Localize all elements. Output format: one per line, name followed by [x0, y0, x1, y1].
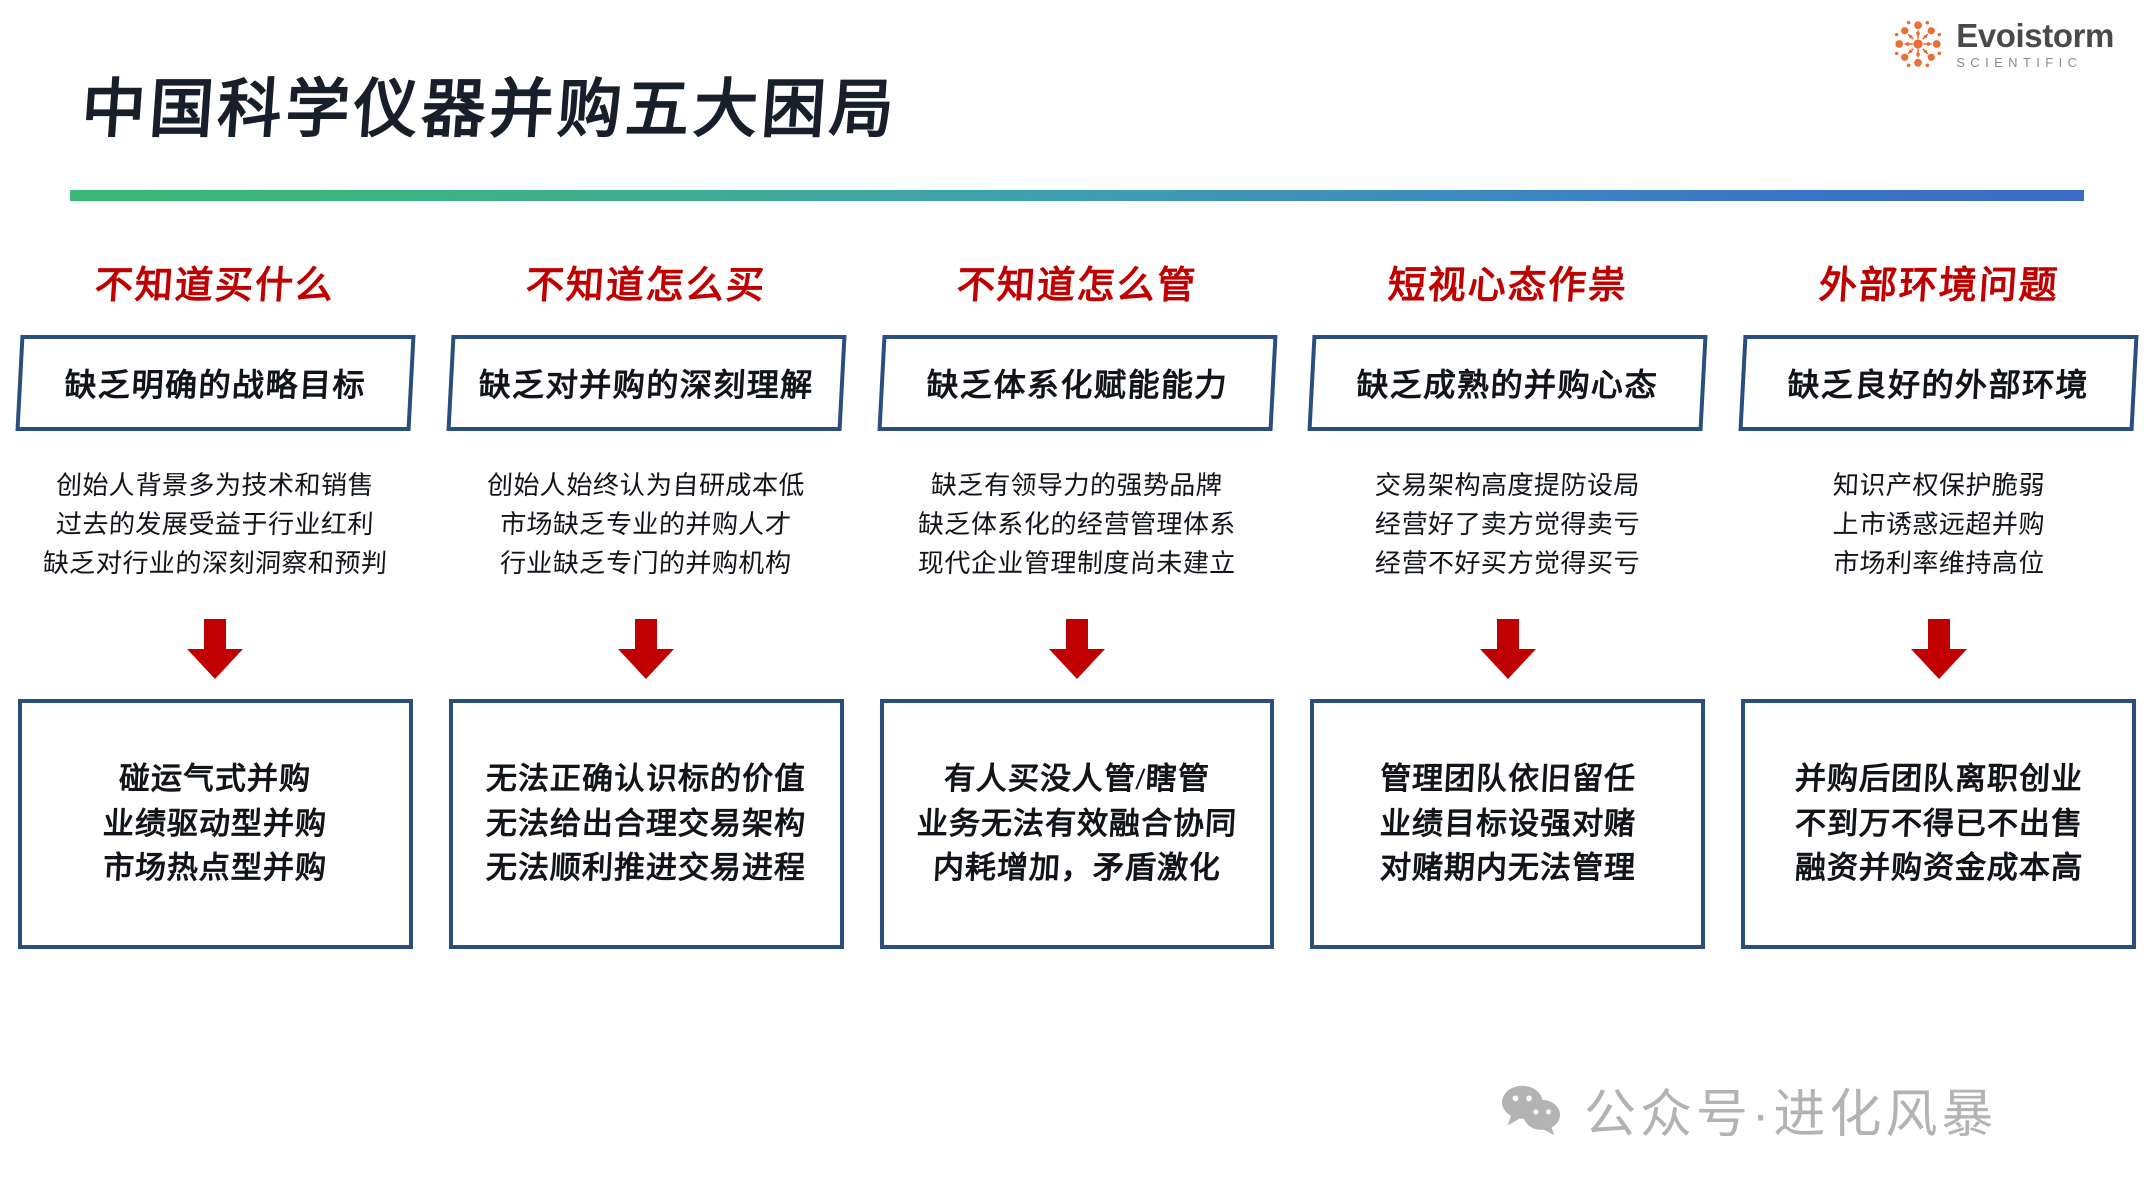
result-item: 业绩驱动型并购: [102, 805, 329, 841]
column-1: 不知道买什么 缺乏明确的战略目标 创始人背景多为技术和销售 过去的发展受益于行业…: [0, 255, 431, 949]
result-item: 无法顺利推进交易进程: [485, 850, 808, 886]
problem-box: 缺乏良好的外部环境: [1738, 335, 2139, 431]
evoistorm-burst-icon: [1895, 20, 1942, 68]
page-title: 中国科学仪器并购五大困局: [79, 74, 901, 145]
down-arrow-icon: [1910, 619, 1967, 679]
title-divider: [70, 190, 2084, 201]
down-arrow-icon: [618, 619, 675, 679]
result-item: 市场热点型并购: [102, 850, 329, 886]
columns-container: 不知道买什么 缺乏明确的战略目标 创始人背景多为技术和销售 过去的发展受益于行业…: [0, 255, 2154, 949]
cause-item: 市场缺乏专业的并购人才: [499, 510, 793, 540]
cause-item: 行业缺乏专门的并购机构: [499, 549, 793, 579]
problem-box: 缺乏对并购的深刻理解: [446, 335, 847, 431]
column-heading: 不知道怎么买: [524, 265, 768, 307]
cause-list: 交易架构高度提防设局 经营好了卖方觉得卖亏 经营不好买方觉得买亏: [1374, 471, 1642, 591]
column-3: 不知道怎么管 缺乏体系化赋能能力 缺乏有领导力的强势品牌 缺乏体系化的经营管理体…: [862, 255, 1293, 949]
problem-box: 缺乏成熟的并购心态: [1307, 335, 1708, 431]
column-2: 不知道怎么买 缺乏对并购的深刻理解 创始人始终认为自研成本低 市场缺乏专业的并购…: [431, 255, 862, 949]
cause-list: 创始人背景多为技术和销售 过去的发展受益于行业红利 缺乏对行业的深刻洞察和预判: [42, 471, 389, 591]
cause-item: 缺乏体系化的经营管理体系: [917, 510, 1237, 540]
cause-item: 现代企业管理制度尚未建立: [917, 549, 1237, 579]
wechat-icon: [1501, 1085, 1561, 1135]
column-heading: 短视心态作祟: [1386, 265, 1630, 307]
cause-item: 交易架构高度提防设局: [1374, 471, 1642, 500]
down-arrow-icon: [1048, 619, 1105, 679]
result-item: 不到万不得已不出售: [1793, 805, 2084, 841]
cause-list: 缺乏有领导力的强势品牌 缺乏体系化的经营管理体系 现代企业管理制度尚未建立: [917, 471, 1237, 591]
down-arrow-icon: [1479, 619, 1536, 679]
result-item: 对赌期内无法管理: [1378, 850, 1637, 886]
result-item: 无法正确认识标的价值: [485, 760, 808, 796]
result-item: 融资并购资金成本高: [1793, 850, 2084, 886]
column-heading: 不知道怎么管: [955, 265, 1199, 307]
result-item: 业务无法有效融合协同: [916, 805, 1238, 841]
result-item: 管理团队依旧留任: [1378, 760, 1637, 796]
arrow-container: [185, 615, 245, 685]
column-4: 短视心态作祟 缺乏成熟的并购心态 交易架构高度提防设局 经营好了卖方觉得卖亏 经…: [1292, 255, 1723, 949]
cause-item: 市场利率维持高位: [1831, 549, 2046, 579]
result-item: 有人买没人管/瞎管: [943, 760, 1211, 796]
arrow-container: [616, 615, 676, 685]
problem-box: 缺乏体系化赋能能力: [877, 335, 1277, 431]
cause-item: 知识产权保护脆弱: [1831, 471, 2046, 500]
watermark: 公众号·进化风暴: [1500, 1072, 1997, 1147]
cause-item: 过去的发展受益于行业红利: [55, 510, 376, 540]
arrow-container: [1478, 615, 1538, 685]
cause-item: 缺乏有领导力的强势品牌: [930, 471, 1224, 500]
result-box: 无法正确认识标的价值 无法给出合理交易架构 无法顺利推进交易进程: [448, 699, 844, 949]
brand-name: Evoistorm: [1956, 17, 2114, 54]
arrow-container: [1047, 615, 1107, 685]
brand-subtitle: SCIENTIFIC: [1956, 55, 2083, 70]
cause-list: 知识产权保护脆弱 上市诱惑远超并购 市场利率维持高位: [1831, 471, 2046, 591]
result-box: 并购后团队离职创业 不到万不得已不出售 融资并购资金成本高: [1741, 699, 2136, 949]
column-heading: 外部环境问题: [1817, 265, 2061, 307]
brand-logo: Evoistorm SCIENTIFIC: [1892, 18, 2114, 70]
cause-item: 经营不好买方觉得买亏: [1374, 549, 1642, 579]
result-item: 业绩目标设强对赌: [1378, 805, 1637, 841]
brand-wordmark: Evoistorm SCIENTIFIC: [1956, 19, 2114, 69]
cause-item: 创始人背景多为技术和销售: [55, 471, 376, 500]
result-item: 无法给出合理交易架构: [485, 805, 808, 841]
result-box: 碰运气式并购 业绩驱动型并购 市场热点型并购: [18, 699, 413, 949]
cause-item: 经营好了卖方觉得卖亏: [1374, 510, 1642, 540]
cause-item: 缺乏对行业的深刻洞察和预判: [42, 549, 389, 579]
watermark-text: 公众号·进化风暴: [1584, 1086, 1998, 1144]
cause-item: 创始人始终认为自研成本低: [486, 471, 806, 500]
cause-list: 创始人始终认为自研成本低 市场缺乏专业的并购人才 行业缺乏专门的并购机构: [486, 471, 806, 591]
result-item: 碰运气式并购: [118, 760, 313, 796]
column-5: 外部环境问题 缺乏良好的外部环境 知识产权保护脆弱 上市诱惑远超并购 市场利率维…: [1723, 255, 2154, 949]
column-heading: 不知道买什么: [93, 265, 337, 307]
result-item: 内耗增加，矛盾激化: [932, 850, 1222, 886]
problem-box: 缺乏明确的战略目标: [15, 335, 416, 431]
cause-item: 上市诱惑远超并购: [1831, 510, 2046, 540]
down-arrow-icon: [187, 619, 244, 679]
result-item: 并购后团队离职创业: [1793, 760, 2084, 796]
result-box: 管理团队依旧留任 业绩目标设强对赌 对赌期内无法管理: [1310, 699, 1706, 949]
result-box: 有人买没人管/瞎管 业务无法有效融合协同 内耗增加，矛盾激化: [879, 699, 1275, 949]
arrow-container: [1909, 615, 1969, 685]
